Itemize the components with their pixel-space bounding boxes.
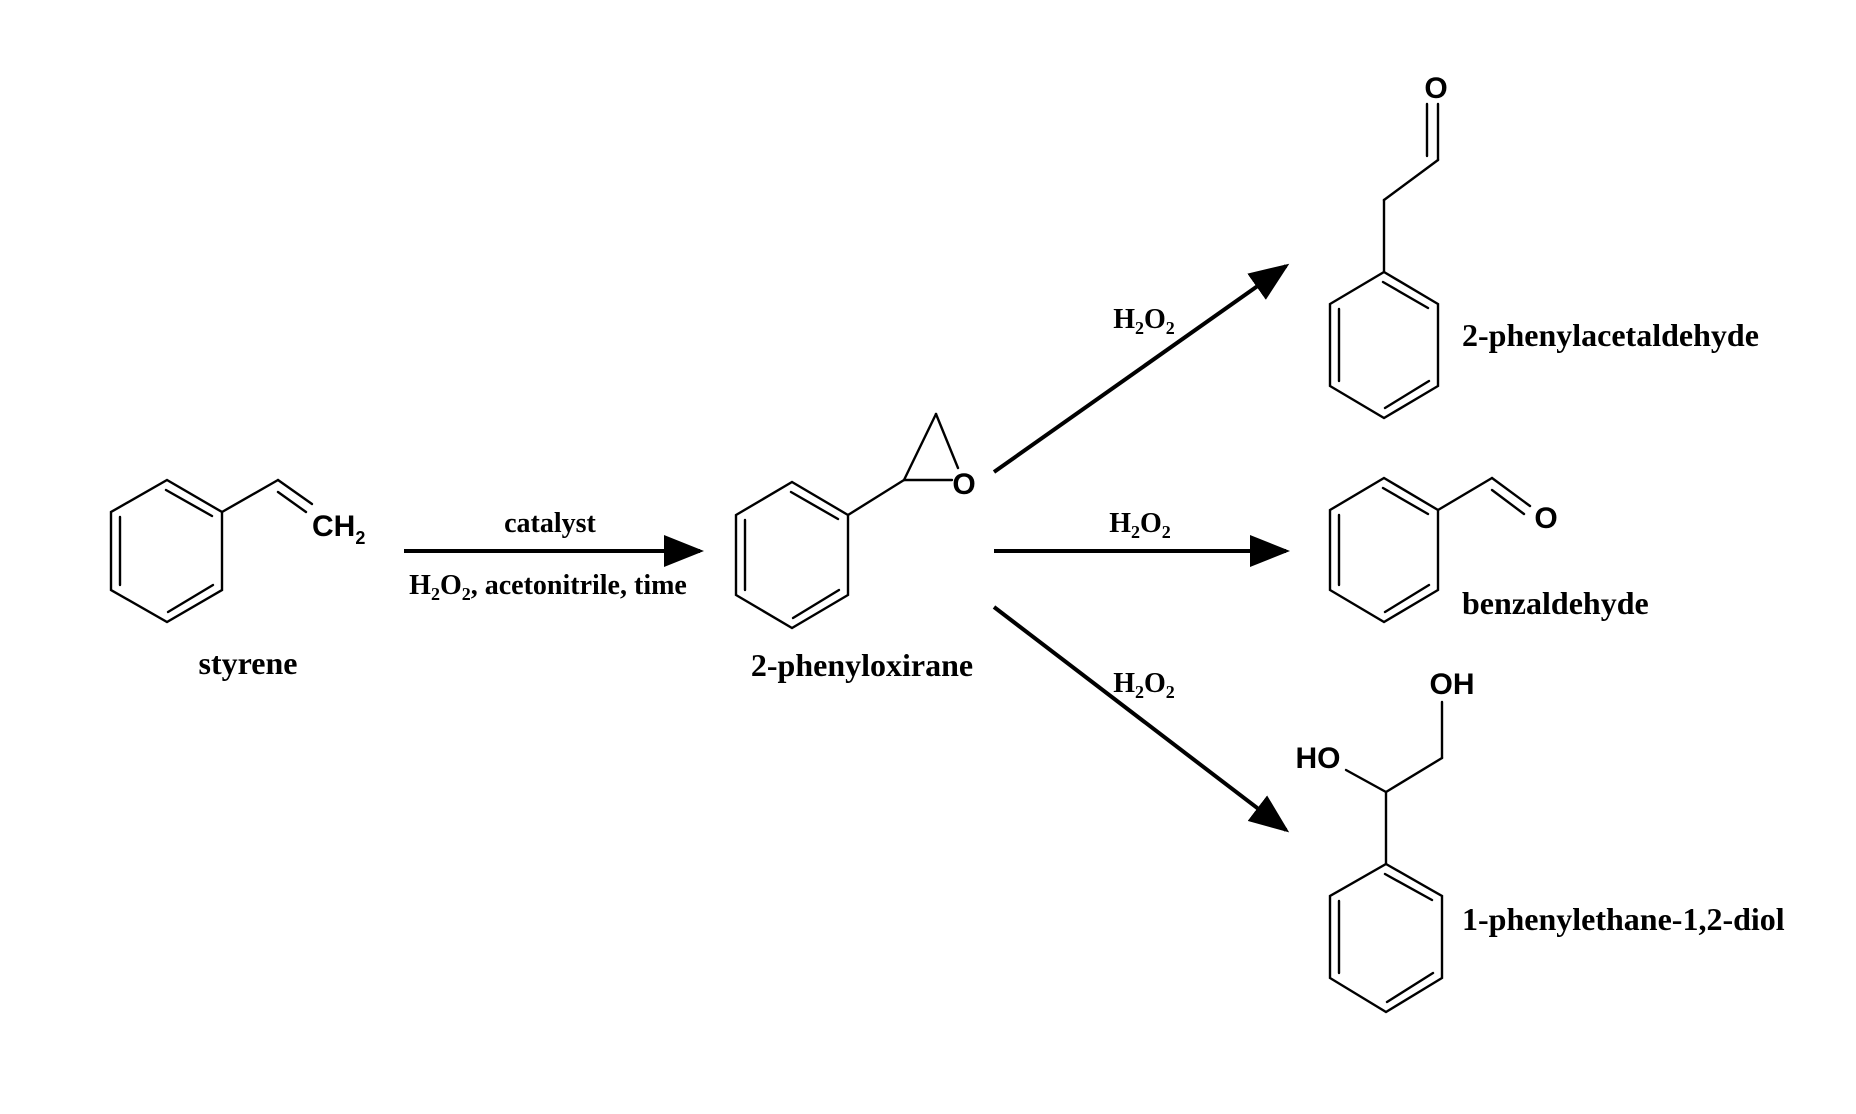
main-reaction-arrow: catalyst H2O2, acetonitrile, time — [404, 508, 704, 604]
diol-ho-atom: HO — [1296, 742, 1341, 775]
styrene-vinyl-group — [220, 478, 314, 514]
catalyst-label: catalyst — [504, 508, 596, 539]
phenylacetaldehyde-benzene-ring — [1328, 270, 1440, 420]
middle-reagent-label: H2O2 — [1109, 508, 1171, 542]
benzaldehyde-oxygen-atom: O — [1534, 502, 1557, 535]
epoxide-benzene-ring — [734, 480, 850, 630]
diol-chain — [1344, 700, 1444, 866]
styrene-ch2-atom: CH2 — [312, 510, 365, 548]
diol-label: 1-phenylethane-1,2-diol — [1462, 901, 1785, 937]
diol-benzene-ring — [1328, 862, 1444, 1014]
upper-branch-arrow: H2O2 — [992, 263, 1290, 474]
upper-reagent-label: H2O2 — [1113, 304, 1175, 338]
phenylacetaldehyde-label: 2-phenylacetaldehyde — [1462, 317, 1759, 353]
styrene-structure: CH2 styrene — [109, 478, 365, 681]
main-conditions-label: H2O2, acetonitrile, time — [409, 570, 687, 604]
phenylacetaldehyde-chain — [1382, 102, 1440, 274]
phenylacetaldehyde-structure: O 2-phenylacetaldehyde — [1328, 72, 1759, 420]
styrene-benzene-ring — [109, 478, 224, 624]
epoxide-oxygen-atom: O — [952, 468, 975, 501]
middle-branch-arrow: H2O2 — [994, 508, 1290, 567]
epoxide-label: 2-phenyloxirane — [751, 647, 973, 683]
epoxide-ring — [846, 412, 960, 517]
benzaldehyde-label: benzaldehyde — [1462, 585, 1649, 621]
epoxide-structure: O 2-phenyloxirane — [734, 412, 976, 683]
benzaldehyde-aldehyde-group — [1436, 476, 1532, 516]
benzaldehyde-structure: O benzaldehyde — [1328, 476, 1649, 624]
lower-branch-arrow: H2O2 — [992, 605, 1290, 833]
lower-reagent-label: H2O2 — [1113, 668, 1175, 702]
diol-structure: OH HO 1-phenylethane-1,2-diol — [1296, 668, 1785, 1014]
phenylacetaldehyde-oxygen-atom: O — [1424, 72, 1447, 105]
diol-oh-atom: OH — [1430, 668, 1475, 701]
benzaldehyde-benzene-ring — [1328, 476, 1440, 624]
styrene-label: styrene — [199, 645, 298, 681]
